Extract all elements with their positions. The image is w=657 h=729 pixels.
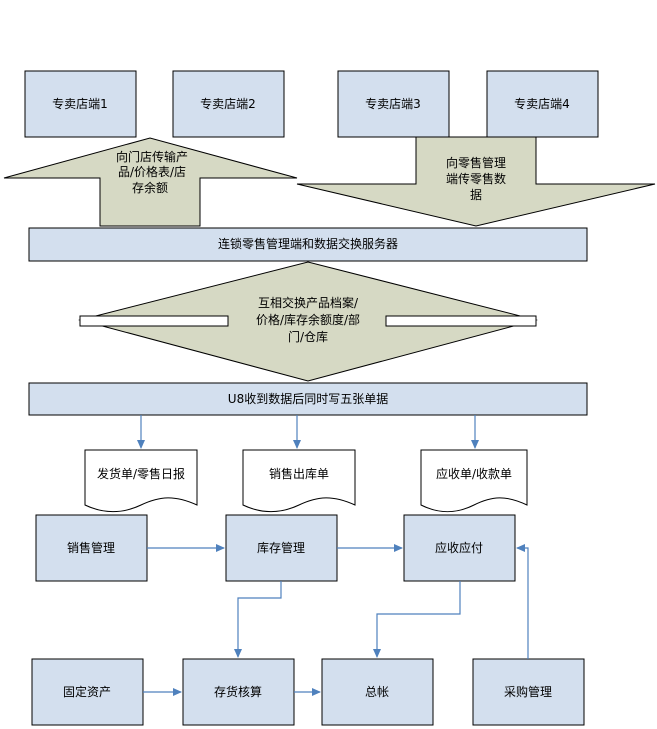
document-label-2: 销售出库单 [269, 466, 329, 481]
up-arrow-text-3: 存余额 [132, 180, 168, 195]
u8-bar: U8收到数据后同时写五张单据 [28, 382, 588, 416]
document-label-1: 发货单/零售日报 [97, 466, 185, 481]
module-stock-accounting-label: 存货核算 [214, 684, 262, 699]
down-arrow-text-1: 向零售管理 [446, 155, 506, 170]
up-arrow-text-1: 向门店传输产 [116, 149, 188, 164]
down-arrow: 向零售管理 端传零售数 据 [296, 136, 656, 227]
store-box-4: 专卖店端4 [486, 70, 599, 138]
module-receivable: 应收应付 [403, 514, 516, 582]
module-fixed-assets-label: 固定资产 [63, 684, 111, 699]
exchange-bar-left [79, 315, 229, 327]
module-inventory-label: 库存管理 [257, 540, 305, 555]
document-1: 发货单/零售日报 [84, 449, 198, 513]
exchange-bar-right [385, 315, 537, 327]
module-general-ledger: 总帐 [321, 658, 434, 726]
store-box-2: 专卖店端2 [172, 70, 285, 138]
store-box-3: 专卖店端3 [337, 70, 450, 138]
store-label-3: 专卖店端3 [365, 96, 421, 111]
module-stock-accounting: 存货核算 [182, 658, 295, 726]
module-sales: 销售管理 [35, 514, 148, 582]
up-arrow-text-2: 品/价格表/店 [118, 164, 186, 179]
module-fixed-assets: 固定资产 [31, 658, 144, 726]
u8-label: U8收到数据后同时写五张单据 [228, 391, 388, 406]
server-bar: 连锁零售管理端和数据交换服务器 [28, 227, 588, 262]
down-arrow-text-2: 端传零售数 [446, 171, 506, 186]
connector-purchasing-receivable [516, 544, 529, 659]
document-3: 应收单/收款单 [420, 449, 528, 513]
store-label-1: 专卖店端1 [52, 96, 108, 111]
document-2: 销售出库单 [242, 449, 356, 513]
server-label: 连锁零售管理端和数据交换服务器 [218, 236, 398, 251]
store-label-2: 专卖店端2 [200, 96, 256, 111]
module-general-ledger-label: 总帐 [365, 684, 389, 699]
module-purchasing-label: 采购管理 [504, 684, 552, 699]
exchange-text-2: 价格/库存余额度/部 [256, 312, 360, 327]
connector-receivable-ledger [373, 581, 461, 658]
exchange-text-3: 门/仓库 [288, 329, 328, 344]
module-receivable-label: 应收应付 [435, 540, 483, 555]
store-box-1: 专卖店端1 [24, 70, 137, 138]
document-label-3: 应收单/收款单 [436, 466, 512, 481]
module-inventory: 库存管理 [225, 514, 338, 582]
exchange-double-arrow: 互相交换产品档案/ 价格/库存余额度/部 门/仓库 [78, 261, 538, 382]
module-sales-label: 销售管理 [67, 540, 115, 555]
exchange-text-1: 互相交换产品档案/ [258, 295, 359, 310]
up-arrow: 向门店传输产 品/价格表/店 存余额 [3, 137, 298, 227]
store-label-4: 专卖店端4 [514, 96, 570, 111]
connector-inventory-stock [234, 581, 282, 658]
module-purchasing: 采购管理 [472, 658, 585, 726]
down-arrow-text-3: 据 [470, 188, 482, 202]
